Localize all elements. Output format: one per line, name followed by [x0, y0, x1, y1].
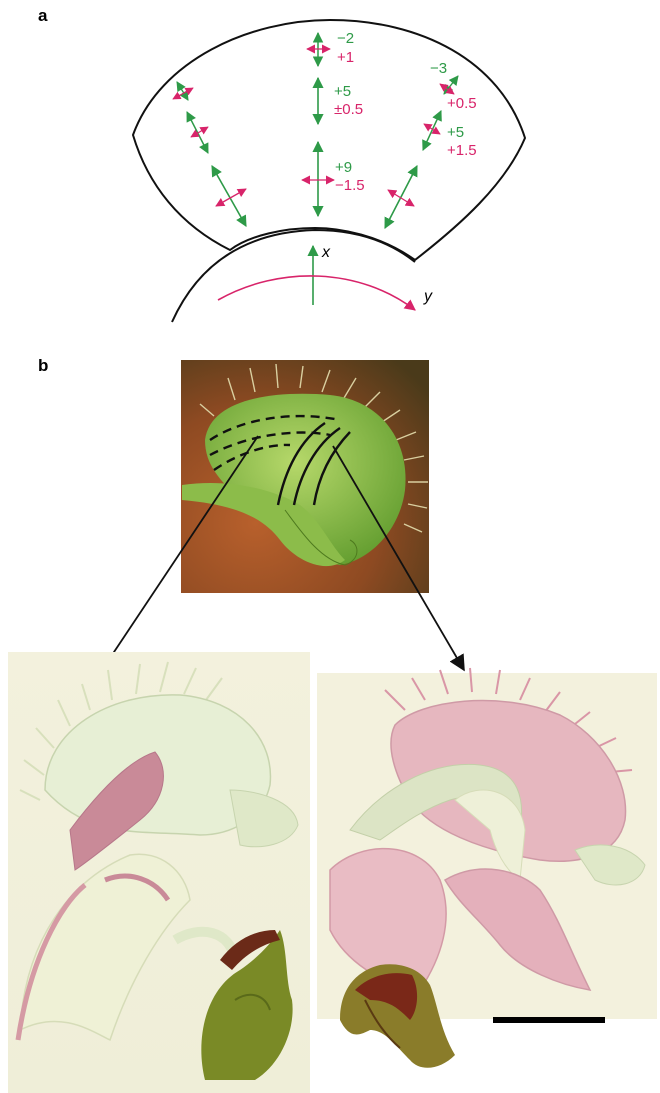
strain-mid-center-green: +5 — [334, 83, 351, 100]
strain-top-center-green: −2 — [337, 30, 354, 47]
magenta-arrow-right-top — [440, 84, 454, 94]
green-arrow-left-low — [212, 166, 246, 226]
right-drawing — [317, 668, 657, 1068]
strain-right-top-green: −3 — [430, 60, 447, 77]
strain-top-center-magenta: +1 — [337, 49, 354, 66]
magenta-arrow-right-low — [388, 190, 414, 206]
y-axis-arc — [218, 276, 415, 310]
strain-right-mid-green: +5 — [447, 124, 464, 141]
strain-mid-center-magenta: ±0.5 — [334, 101, 363, 118]
magenta-arrow-left-low — [216, 189, 246, 206]
trap-photo — [181, 360, 429, 593]
strain-right-mid-magenta: +1.5 — [447, 142, 477, 159]
magenta-arrow-right-mid — [424, 124, 440, 134]
panel-label-b: b — [38, 356, 48, 376]
strain-diagram — [0, 0, 660, 340]
x-axis-label: x — [322, 244, 330, 262]
scale-bar — [493, 1017, 605, 1023]
magenta-arrow-left-top — [173, 88, 193, 99]
green-arrow-right-mid — [423, 111, 441, 150]
strain-midrib-magenta: −1.5 — [335, 177, 365, 194]
arrow-to-right-drawing — [333, 446, 464, 670]
lobe-outline — [133, 20, 525, 260]
left-drawing — [8, 652, 310, 1093]
green-arrow-right-low — [385, 166, 417, 228]
arrow-to-left-drawing — [98, 436, 258, 676]
y-axis-label: y — [424, 288, 432, 306]
strain-right-top-magenta: +0.5 — [447, 95, 477, 112]
strain-midrib-green: +9 — [335, 159, 352, 176]
